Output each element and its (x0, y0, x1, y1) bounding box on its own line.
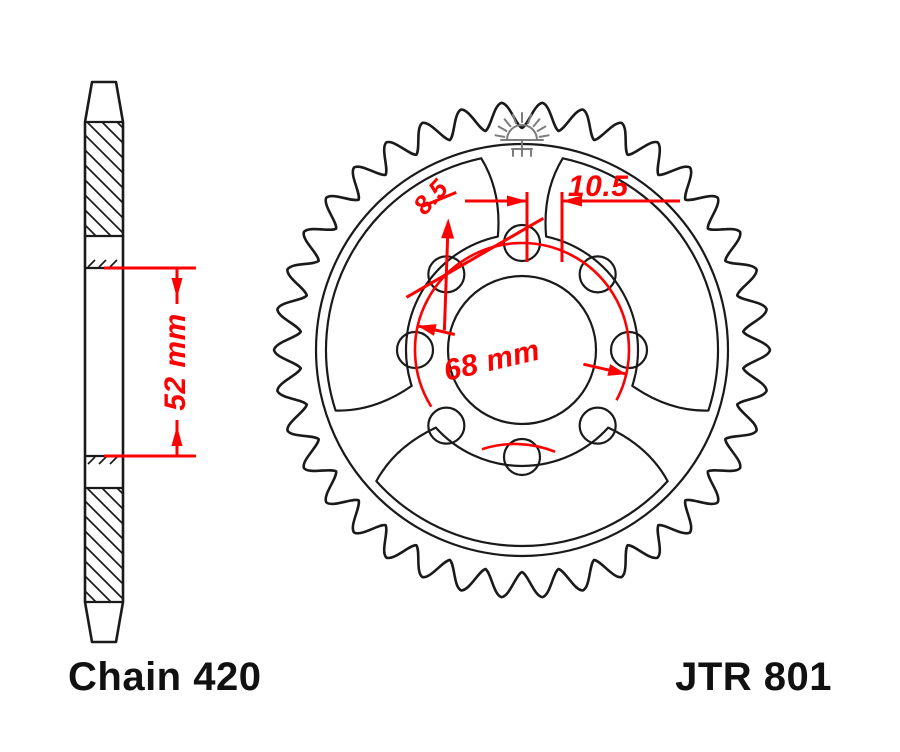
logo-ray (538, 134, 550, 138)
bolt-hole (502, 223, 542, 263)
dimension-52mm-lines (104, 266, 196, 458)
logo-ray (511, 113, 517, 125)
jt-sunburst-logo (494, 112, 550, 157)
logo-ray (527, 113, 533, 125)
logo-dome (506, 124, 538, 141)
hatch-line (84, 560, 124, 600)
hatch-line (84, 590, 97, 603)
hatch-line (87, 259, 96, 268)
logo-ray (532, 118, 541, 128)
dimension-8_5-lines (405, 190, 545, 331)
logo-ray (494, 134, 506, 138)
hatch-line (84, 134, 124, 174)
bolt-hole (502, 437, 542, 477)
hatch-line (84, 545, 124, 585)
hatch-line (84, 179, 124, 219)
dimension-8_5-leader (405, 217, 545, 299)
dimension-52mm-group: 52 mm (104, 266, 196, 458)
hatch-line (84, 575, 112, 603)
bolt-hole (395, 330, 435, 370)
chain-size-caption: Chain 420 (68, 655, 261, 699)
dimension-10_5-arrow-right (562, 195, 582, 207)
side-profile-outline (83, 80, 125, 644)
spoke-cutout (544, 157, 720, 412)
bolt-hole (578, 406, 617, 445)
dimension-10_5-lines (465, 192, 680, 262)
bolt-circle-arc-main (413, 241, 631, 408)
hatch-line (101, 121, 124, 144)
logo-ray (497, 125, 508, 132)
hatch-line (84, 530, 124, 570)
dimension-8_5-tick (421, 190, 457, 208)
hatch-line (86, 121, 124, 159)
dimension-68mm-arrow-right (607, 364, 627, 376)
bolt-hole (427, 406, 466, 445)
dimension-52mm-label: 52 mm (159, 313, 192, 411)
spoke-cutout (375, 426, 669, 548)
bolt-hole (609, 330, 649, 370)
spoke-cutout (324, 157, 500, 412)
hatch-line (84, 164, 124, 204)
hatch-line (87, 456, 96, 465)
side-profile-group (83, 80, 125, 644)
hatch-line (84, 194, 124, 234)
bolt-circle-arc-bottom (481, 442, 556, 453)
hatch-line (84, 209, 112, 237)
hatch-line (84, 500, 124, 540)
logo-ray (503, 118, 512, 128)
hatch-line (84, 515, 124, 555)
side-profile-hatch-bottom (84, 487, 124, 603)
bolt-circle-arc (413, 241, 631, 453)
dimension-8_5-line (442, 234, 450, 331)
sprocket-spoke-cutouts (324, 157, 720, 548)
hatch-line (101, 487, 124, 510)
hatch-line (86, 487, 124, 525)
hatch-line (84, 149, 124, 189)
sprocket-center-bore (446, 274, 598, 426)
sprocket-face-group (272, 101, 772, 599)
side-profile-hatch-top (84, 121, 124, 237)
dimension-10_5-label: 10.5 (568, 170, 629, 203)
dimension-10_5-arrow-left (507, 195, 527, 207)
dimension-8_5-arrow (441, 218, 455, 239)
dimension-52mm-arrow-bottom (171, 426, 183, 446)
bolt-hole (578, 255, 617, 294)
sprocket-rim-inner-circle (314, 142, 730, 558)
hatch-line (98, 259, 107, 268)
logo-ray (536, 125, 547, 132)
dimension-68mm-arrow-left (417, 324, 437, 336)
dimension-52mm-arrow-top (171, 278, 183, 298)
hatch-line (98, 456, 107, 465)
hatch-line (109, 456, 118, 465)
dimension-68mm-lines (417, 324, 627, 376)
sprocket-teeth-outline (272, 101, 772, 599)
hatch-line (84, 224, 97, 237)
hatch-line (109, 259, 118, 268)
part-number-caption: JTR 801 (675, 655, 832, 699)
